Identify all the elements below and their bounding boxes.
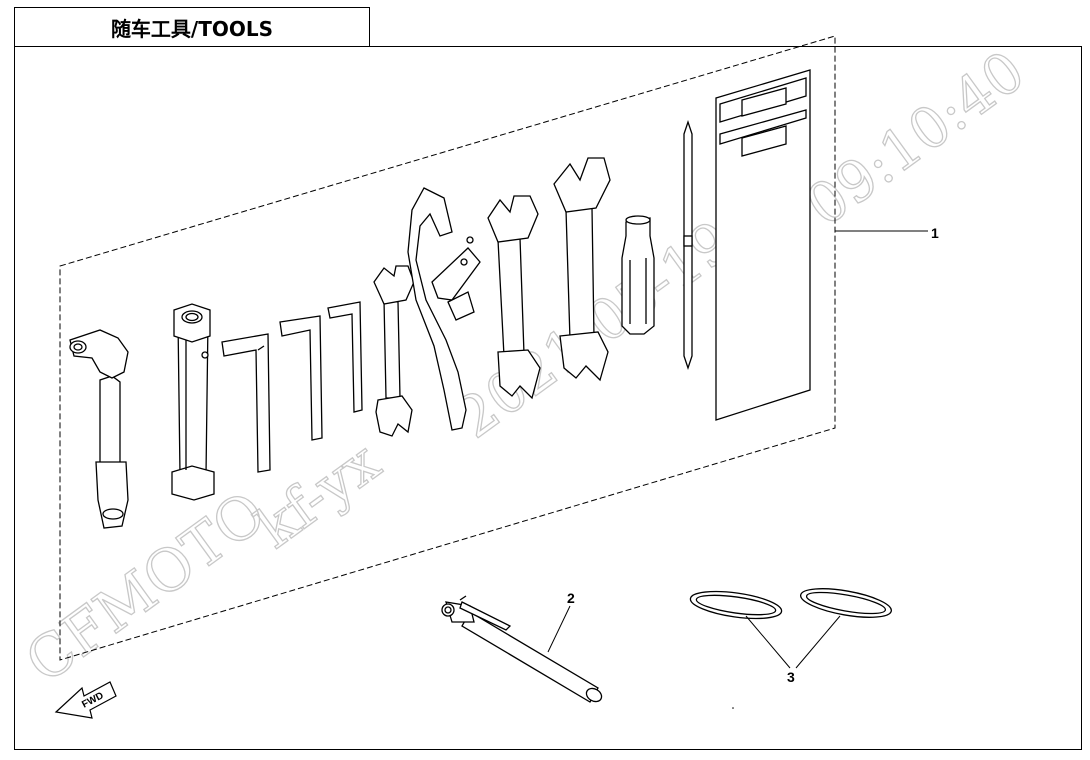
watermark-brand: CFMOTO: [13, 478, 278, 696]
leader-line-3b: [795, 615, 841, 669]
callout-2: 2: [567, 590, 575, 606]
tool-bag: [715, 69, 811, 421]
hex-key-small: [327, 301, 363, 413]
watermark-date: 2021-05-19: [445, 209, 744, 451]
callout-3: 3: [787, 669, 795, 685]
o-rings: [689, 588, 892, 620]
drawing-frame: [14, 46, 1082, 750]
leader-line-3a: [745, 615, 791, 669]
stray-mark: [732, 707, 734, 709]
hex-key-large: [221, 333, 271, 473]
l-box-wrench: [69, 329, 129, 529]
tire-pressure-gauge: [441, 595, 603, 703]
hex-key-medium: [279, 315, 323, 441]
tubular-socket-wrench: [171, 303, 215, 501]
adjustable-wrench: [407, 187, 481, 431]
open-end-wrench-medium: [487, 195, 541, 400]
title-box: 随车工具/TOOLS: [14, 7, 370, 47]
page-title: 随车工具/TOOLS: [110, 16, 274, 41]
watermark-time: 09:10:40: [795, 39, 1037, 239]
screwdriver-bit: [683, 119, 693, 371]
callout-1: 1: [931, 225, 939, 241]
leader-line-2: [547, 605, 571, 653]
open-end-wrench-small: [373, 265, 415, 437]
screwdriver-handle: [621, 215, 655, 335]
open-end-wrench-large: [553, 157, 611, 382]
forward-direction-arrow: FWD: [54, 681, 117, 719]
tool-kit-panel: [59, 35, 836, 661]
